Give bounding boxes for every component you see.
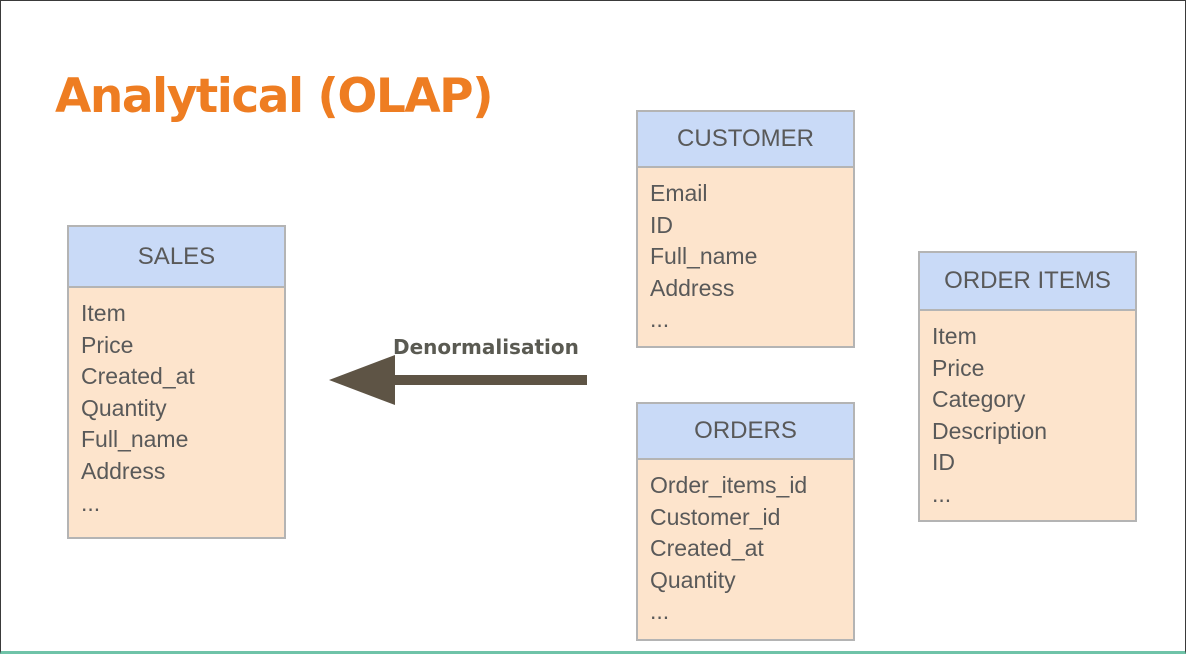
sales-field: Item bbox=[81, 300, 126, 326]
order-items-field: Description bbox=[932, 417, 1048, 444]
order-items-field: ... bbox=[932, 480, 952, 507]
sales-field: Price bbox=[81, 331, 134, 358]
sales-field: Created_at bbox=[81, 363, 195, 390]
customer-field: ... bbox=[650, 306, 670, 333]
orders-field: Customer_id bbox=[650, 503, 781, 530]
arrow-head bbox=[329, 355, 395, 405]
customer-field: Full_name bbox=[650, 243, 758, 270]
order-items-field: Price bbox=[932, 354, 985, 381]
arrow-shaft bbox=[393, 375, 587, 385]
customer-field: Address bbox=[650, 274, 735, 301]
orders-field: Created_at bbox=[650, 535, 764, 562]
order-items-table-header: ORDER ITEMS bbox=[920, 253, 1135, 311]
customer-table: CUSTOMER Email ID Full_name Address ... bbox=[636, 110, 855, 348]
order-items-field: Category bbox=[932, 386, 1026, 413]
orders-table-header: ORDERS bbox=[638, 404, 853, 460]
order-items-table-fields: Item Price Category Description ID ... bbox=[920, 311, 1135, 511]
customer-field: Email bbox=[650, 180, 708, 206]
sales-field: Quantity bbox=[81, 394, 167, 421]
slide-title: Analytical (OLAP) bbox=[55, 69, 494, 124]
order-items-field: ID bbox=[932, 449, 955, 476]
order-items-field: Item bbox=[932, 323, 977, 349]
sales-field: Address bbox=[81, 457, 166, 484]
orders-table-fields: Order_items_id Customer_id Created_at Qu… bbox=[638, 460, 853, 628]
sales-table-header: SALES bbox=[69, 227, 284, 288]
denormalisation-arrow-icon bbox=[329, 355, 587, 405]
orders-field: ... bbox=[650, 598, 670, 625]
orders-field: Order_items_id bbox=[650, 472, 808, 498]
customer-table-fields: Email ID Full_name Address ... bbox=[638, 168, 853, 336]
sales-table: SALES Item Price Created_at Quantity Ful… bbox=[67, 225, 286, 539]
sales-field: Full_name bbox=[81, 426, 189, 453]
orders-table: ORDERS Order_items_id Customer_id Create… bbox=[636, 402, 855, 641]
order-items-table: ORDER ITEMS Item Price Category Descript… bbox=[918, 251, 1137, 522]
sales-table-fields: Item Price Created_at Quantity Full_name… bbox=[69, 288, 284, 519]
denormalisation-label: Denormalisation bbox=[393, 335, 579, 359]
customer-field: ID bbox=[650, 211, 673, 238]
orders-field: Quantity bbox=[650, 566, 736, 593]
customer-table-header: CUSTOMER bbox=[638, 112, 853, 168]
sales-field: ... bbox=[81, 489, 101, 516]
